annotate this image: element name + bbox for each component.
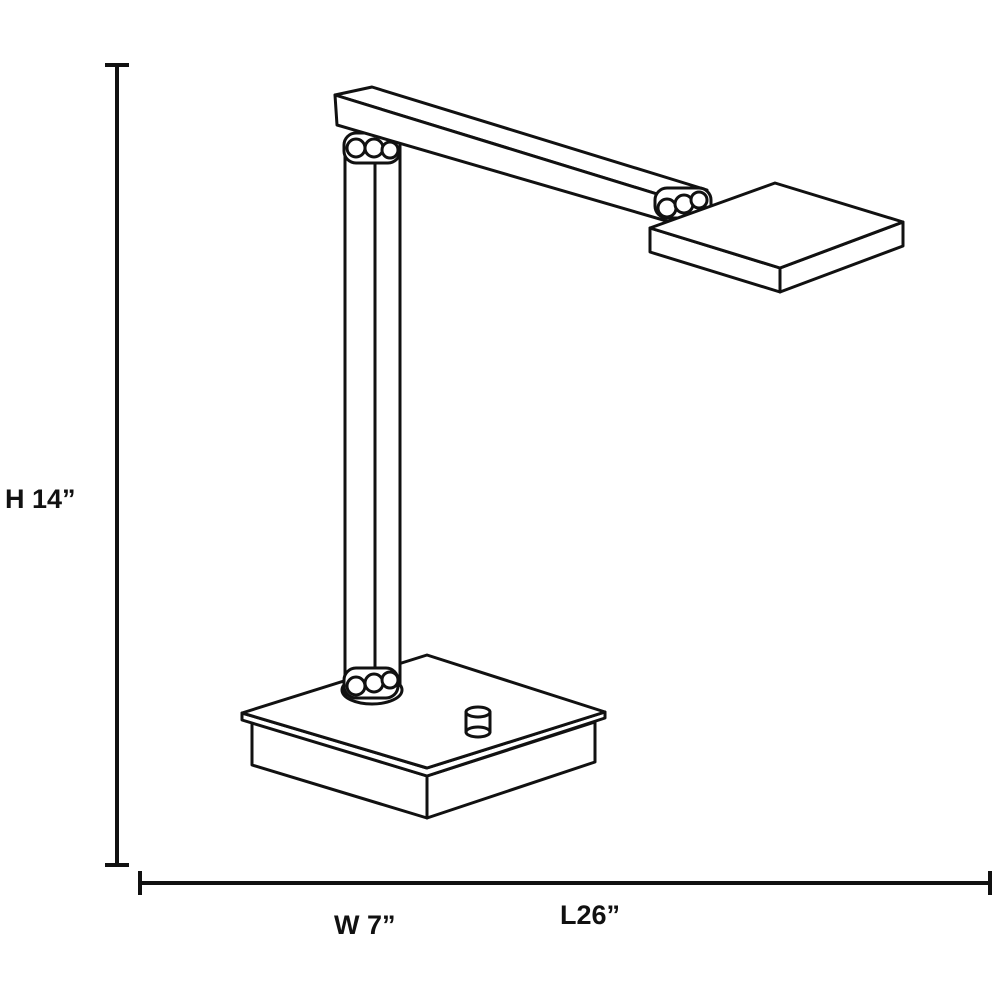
lamp-base <box>240 653 607 820</box>
lamp-head <box>648 181 905 294</box>
width-label: W 7” <box>334 910 396 940</box>
length-label: L26” <box>560 900 621 930</box>
knob <box>464 705 492 739</box>
height-label: H 14” <box>5 484 76 514</box>
height-dimension-line <box>105 63 129 867</box>
lower-hinge <box>342 666 400 700</box>
length-dimension-line <box>138 871 992 895</box>
lamp-pole <box>342 131 402 700</box>
